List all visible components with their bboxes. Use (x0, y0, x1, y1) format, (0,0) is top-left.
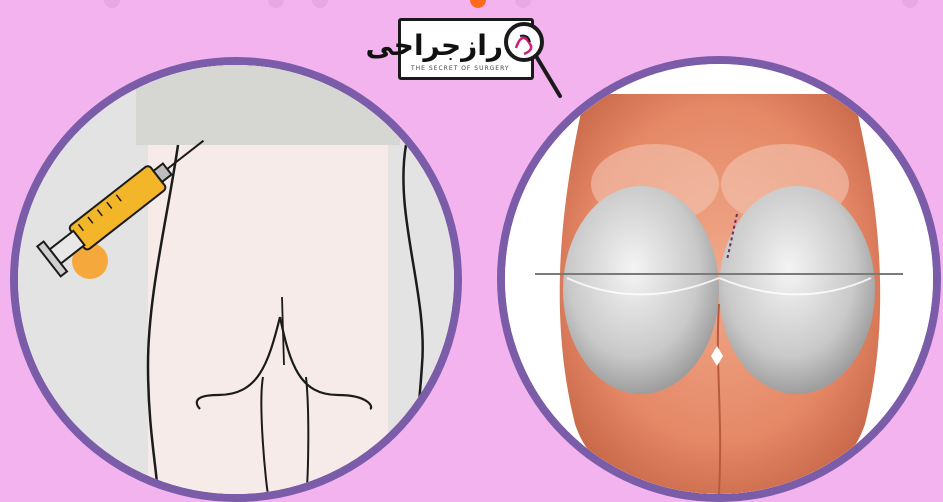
implant-illustration (497, 56, 941, 502)
implant-anatomy-drawing (505, 64, 933, 494)
magnifier-icon (392, 14, 570, 102)
buttock-outline-drawing (18, 65, 454, 494)
decor-dot (902, 0, 918, 8)
decor-dot (104, 0, 120, 8)
site-logo[interactable]: رازجراحی THE SECRET OF SURGERY (392, 14, 570, 102)
decor-dot (312, 0, 328, 8)
right-implant-icon (719, 186, 875, 394)
top-decoration-strip (0, 0, 943, 14)
decor-dot (268, 0, 284, 8)
left-implant-icon (563, 186, 719, 394)
injection-illustration (10, 57, 462, 502)
decor-dot-orange (470, 0, 486, 8)
decor-dot (515, 0, 531, 8)
